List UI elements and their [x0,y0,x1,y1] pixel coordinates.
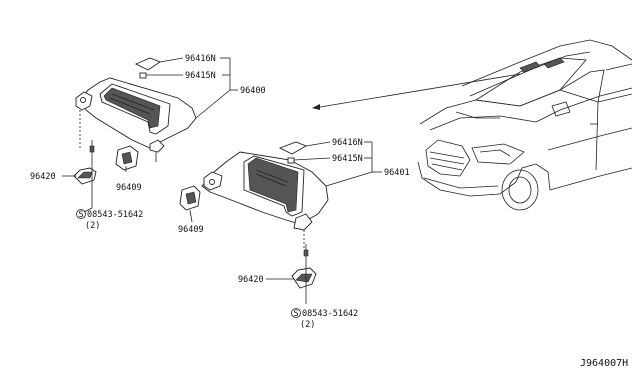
right-small-clip [287,157,295,164]
svg-text:S: S [79,210,84,220]
label-96415N-left: 96415N [185,71,216,81]
label-08543-right: 08543-51642 [302,309,358,319]
left-small-clip [139,72,147,79]
label-96415N-right: 96415N [332,154,363,164]
left-cover-cap [134,57,161,71]
left-visor-holder [73,167,97,185]
right-leader-lines [189,141,382,304]
left-leader-lines [62,57,238,213]
left-sun-visor [75,77,197,162]
label-qty-right: (2) [300,320,315,330]
screw-symbol-left: S [76,209,86,220]
location-arrow [312,73,521,110]
label-96420-left: 96420 [30,172,56,182]
label-96416N-left: 96416N [185,54,216,64]
label-08543-left: 08543-51642 [87,210,143,220]
label-96409-right: 96409 [178,225,204,235]
label-96400: 96400 [240,86,266,96]
label-96420-right: 96420 [238,275,264,285]
label-96416N-right: 96416N [332,138,363,148]
label-96401: 96401 [384,168,410,178]
left-screw [89,140,95,153]
right-screw [303,244,309,257]
label-qty-left: (2) [85,221,100,231]
right-visor-holder [291,267,317,289]
right-visor-clip [179,185,201,211]
vehicle-illustration [417,39,633,211]
diagram-code: J964007H [580,358,628,369]
label-96409-left: 96409 [116,183,142,193]
left-visor-clip [115,145,139,172]
right-cover-cap [278,141,308,155]
right-sun-visor [201,151,329,250]
svg-text:S: S [294,309,299,319]
screw-symbol-right: S [291,308,301,319]
